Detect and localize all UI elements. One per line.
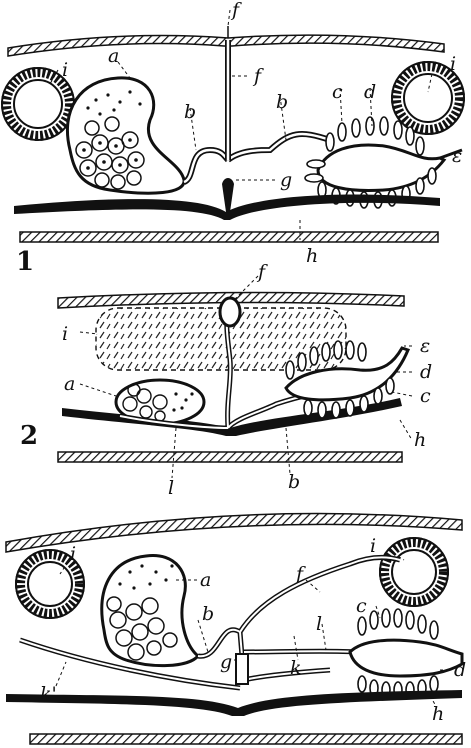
label-c: c: [332, 81, 343, 103]
label-k: k: [290, 657, 302, 679]
label-epsilon: ε: [420, 335, 430, 357]
label-b: b: [202, 603, 214, 625]
label-epsilon: ε: [452, 145, 462, 167]
label-h: h: [432, 703, 444, 725]
label-l: l: [168, 477, 174, 499]
label-g: g: [280, 169, 292, 191]
label-c: c: [356, 595, 367, 617]
label-g: g: [220, 651, 232, 673]
label-b: b: [276, 91, 288, 113]
label-i: i: [450, 53, 456, 75]
label-f: f: [256, 261, 268, 283]
panel-2: 2 f i a ε d c h l b: [20, 261, 432, 499]
panel-number: 2: [20, 421, 38, 451]
label-f: f: [252, 65, 264, 87]
label-i: i: [370, 535, 376, 557]
label-d: d: [420, 361, 432, 383]
panel-3: i a b f i c l g k k' d h: [6, 514, 466, 744]
label-i: i: [62, 323, 68, 345]
ovary-d: [350, 640, 462, 676]
label-a: a: [64, 373, 75, 395]
label-c: c: [420, 385, 431, 407]
label-b: b: [184, 101, 196, 123]
label-i: i: [62, 59, 68, 81]
label-b: b: [288, 471, 300, 493]
label-l: l: [316, 613, 322, 635]
g-vesicle: [236, 654, 248, 684]
label-d: d: [364, 81, 376, 103]
ventral-wall-h: [6, 690, 462, 716]
label-a: a: [108, 45, 119, 67]
ovary-d: [318, 145, 444, 190]
label-i: i: [70, 543, 76, 565]
label-a: a: [200, 569, 211, 591]
panel-1: 1 a b b c d ε f f g h i i: [2, 0, 464, 277]
panel-number: 1: [16, 247, 34, 277]
label-d: d: [454, 659, 466, 681]
label-h: h: [306, 245, 318, 267]
intestine-tube: [396, 66, 460, 130]
label-f: f: [230, 0, 242, 21]
genital-pore-g: [222, 178, 234, 212]
intestine-tube: [6, 72, 70, 136]
label-h: h: [414, 429, 426, 451]
label-k-prime: k': [40, 683, 57, 705]
